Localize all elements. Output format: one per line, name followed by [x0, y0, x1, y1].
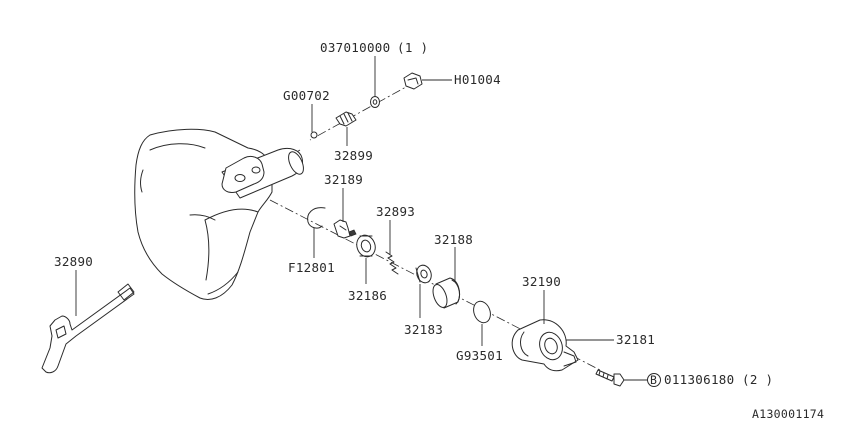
label-32190: 32190 [522, 274, 561, 289]
label-g00702: G00702 [283, 88, 330, 103]
spring-32893 [385, 251, 399, 275]
label-32189: 32189 [324, 172, 363, 187]
figure-id: A130001174 [752, 407, 824, 421]
piston-seal-32183 [415, 264, 432, 284]
label-32188: 32188 [434, 232, 473, 247]
label-32181: 32181 [616, 332, 655, 347]
bolt-011306180 [595, 369, 625, 387]
label-g93501: G93501 [456, 348, 503, 363]
transmission-housing [134, 128, 304, 300]
bleeder-screw-32899 [335, 111, 357, 127]
washer-037010000 [370, 96, 380, 108]
release-cylinder-32190 [511, 319, 579, 372]
label-011306180-qty: (2 ) [742, 372, 773, 387]
o-ring-g93501 [473, 300, 491, 324]
label-32893: 32893 [376, 204, 415, 219]
label-037010000-qty: (1 ) [397, 40, 428, 55]
label-011306180: 011306180 [664, 372, 734, 387]
label-32186: 32186 [348, 288, 387, 303]
label-f12801: F12801 [288, 260, 335, 275]
label-32183: 32183 [404, 322, 443, 337]
label-b-marker: B [650, 373, 657, 387]
release-fork [41, 283, 135, 374]
label-037010000: 037010000 [320, 40, 390, 55]
b-marker-circle [647, 373, 661, 387]
steel-ball-g00702 [310, 131, 318, 139]
retainer-32189 [333, 219, 357, 239]
snap-ring-f12801 [307, 207, 326, 229]
seal-32186 [356, 234, 376, 258]
piston-32188 [432, 277, 461, 309]
bleeder-cap-h01004 [403, 72, 423, 90]
label-32890: 32890 [54, 254, 93, 269]
label-h01004: H01004 [454, 72, 501, 87]
label-32899: 32899 [334, 148, 373, 163]
